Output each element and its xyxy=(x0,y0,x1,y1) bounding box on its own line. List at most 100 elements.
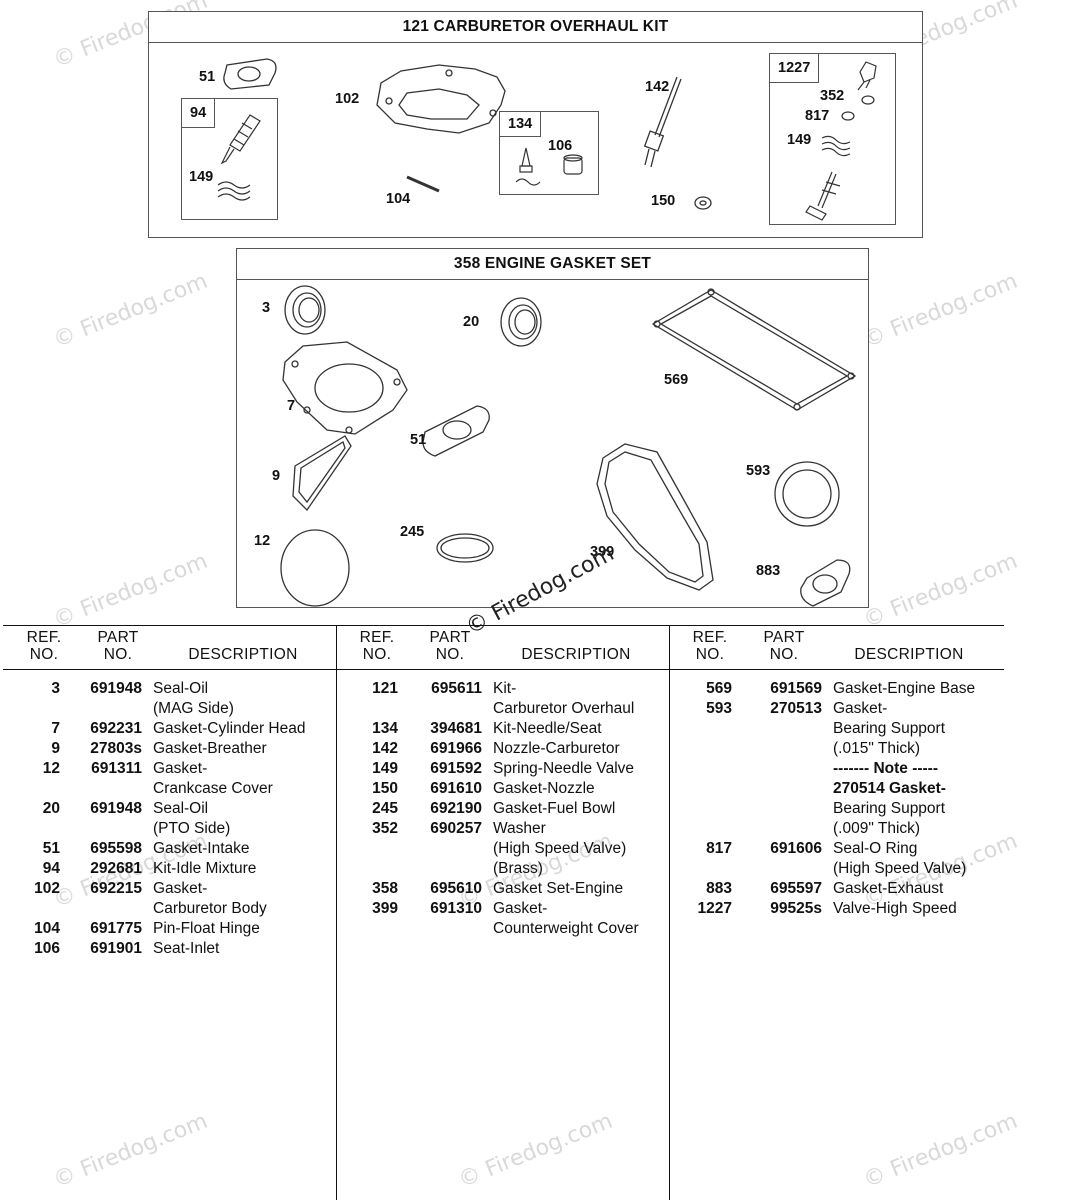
table-row: ------- Note ----- xyxy=(669,759,1004,779)
ref-number: 883 xyxy=(706,880,732,897)
table-row: (.015" Thick) xyxy=(669,739,1004,759)
part-number: 691606 xyxy=(770,840,822,857)
ref-label: 51 xyxy=(199,69,216,85)
watermark: © Firedog.com xyxy=(50,548,212,634)
header-description: DESCRIPTION xyxy=(521,646,631,663)
subkit-tag: 94 xyxy=(182,99,216,128)
header-ref-line2: NO. xyxy=(362,646,392,663)
part-number: 691310 xyxy=(430,900,482,917)
ref-label: 399 xyxy=(590,544,615,560)
ref-number: 245 xyxy=(372,800,398,817)
part-description: ------- Note ----- xyxy=(833,760,938,777)
table-row: (PTO Side) xyxy=(3,819,336,839)
high-speed-valve-subkit: 1227 352 817 149 xyxy=(769,53,896,225)
ref-number: 106 xyxy=(34,940,60,957)
ref-number: 149 xyxy=(372,760,398,777)
table-row: 270514 Gasket- xyxy=(669,779,1004,799)
ref-label: 20 xyxy=(463,314,480,330)
kit-title: 358 ENGINE GASKET SET xyxy=(237,249,868,280)
ref-number: 9 xyxy=(51,740,60,757)
part-description: Seal-Oil xyxy=(153,680,209,697)
ref-number: 593 xyxy=(706,700,732,717)
part-number: 99525s xyxy=(770,900,822,917)
header-description: DESCRIPTION xyxy=(854,646,964,663)
part-description: Gasket- xyxy=(153,880,208,897)
part-description: Seal-Oil xyxy=(153,800,209,817)
ref-number: 399 xyxy=(372,900,398,917)
part-description: Gasket-Fuel Bowl xyxy=(493,800,616,817)
ref-number: 142 xyxy=(372,740,398,757)
table-row: (High Speed Valve) xyxy=(669,859,1004,879)
ref-label: 51 xyxy=(410,432,427,448)
part-description: Crankcase Cover xyxy=(153,780,273,797)
table-row: (Brass) xyxy=(336,859,669,879)
ref-label: 149 xyxy=(787,132,812,148)
ref-label: 106 xyxy=(548,138,573,154)
fuel-bowl-gasket-shape xyxy=(436,533,494,563)
header-ref-no: REF. NO. xyxy=(21,629,67,663)
header-ref-no: REF. NO. xyxy=(354,629,400,663)
header-part-line2: NO. xyxy=(769,646,799,663)
ref-number: 150 xyxy=(372,780,398,797)
table-row: Crankcase Cover xyxy=(3,779,336,799)
header-ref-line1: REF. xyxy=(359,629,395,646)
engine-gasket-set-panel: 358 ENGINE GASKET SET xyxy=(236,248,869,608)
table-row: Carburetor Overhaul xyxy=(336,699,669,719)
column-divider xyxy=(669,625,670,1200)
needle-seat-illustration xyxy=(515,147,583,186)
intake-gasket-shape xyxy=(422,405,490,457)
part-description: Counterweight Cover xyxy=(493,920,639,937)
ref-label: 3 xyxy=(262,300,271,316)
needle-seat-subkit: 134 106 xyxy=(499,111,599,195)
ref-number: 358 xyxy=(372,880,398,897)
part-description: Gasket-Nozzle xyxy=(493,780,595,797)
header-part-line1: PART xyxy=(763,629,805,646)
part-description: (High Speed Valve) xyxy=(493,840,627,857)
table-row: Counterweight Cover xyxy=(336,919,669,939)
part-description: Kit- xyxy=(493,680,517,697)
part-description: Seat-Inlet xyxy=(153,940,220,957)
engine-base-gasket-shape xyxy=(651,289,857,411)
ref-number: 104 xyxy=(34,920,60,937)
ref-label: 7 xyxy=(287,398,296,414)
part-description: Gasket-Cylinder Head xyxy=(153,720,306,737)
part-number: 691901 xyxy=(90,940,142,957)
crankcase-cover-gasket-shape xyxy=(280,529,350,607)
part-description: Carburetor Overhaul xyxy=(493,700,635,717)
table-row: (High Speed Valve) xyxy=(336,839,669,859)
part-description: Gasket-Exhaust xyxy=(833,880,944,897)
table-rule xyxy=(3,669,1004,670)
part-description: Gasket-Breather xyxy=(153,740,267,757)
ref-number: 12 xyxy=(42,760,60,777)
header-description: DESCRIPTION xyxy=(188,646,298,663)
oil-seal-mag-shape xyxy=(284,285,326,335)
header-part-line1: PART xyxy=(429,629,471,646)
cylinder-head-gasket-shape xyxy=(282,341,408,435)
gasket-parts-illustration xyxy=(280,285,857,607)
part-description: Carburetor Body xyxy=(153,900,267,917)
part-description: 270514 Gasket- xyxy=(833,780,946,797)
nozzle-gasket-shape xyxy=(694,196,712,210)
ref-label: 12 xyxy=(254,533,271,549)
ref-label: 9 xyxy=(272,468,281,484)
oil-seal-pto-shape xyxy=(500,297,542,347)
part-number: 691775 xyxy=(90,920,142,937)
ref-number: 817 xyxy=(706,840,732,857)
table-row: Bearing Support xyxy=(669,719,1004,739)
ref-number: 20 xyxy=(42,800,60,817)
part-description: Gasket-Engine Base xyxy=(833,680,976,697)
part-description: Bearing Support xyxy=(833,720,946,737)
part-description: Spring-Needle Valve xyxy=(493,760,635,777)
